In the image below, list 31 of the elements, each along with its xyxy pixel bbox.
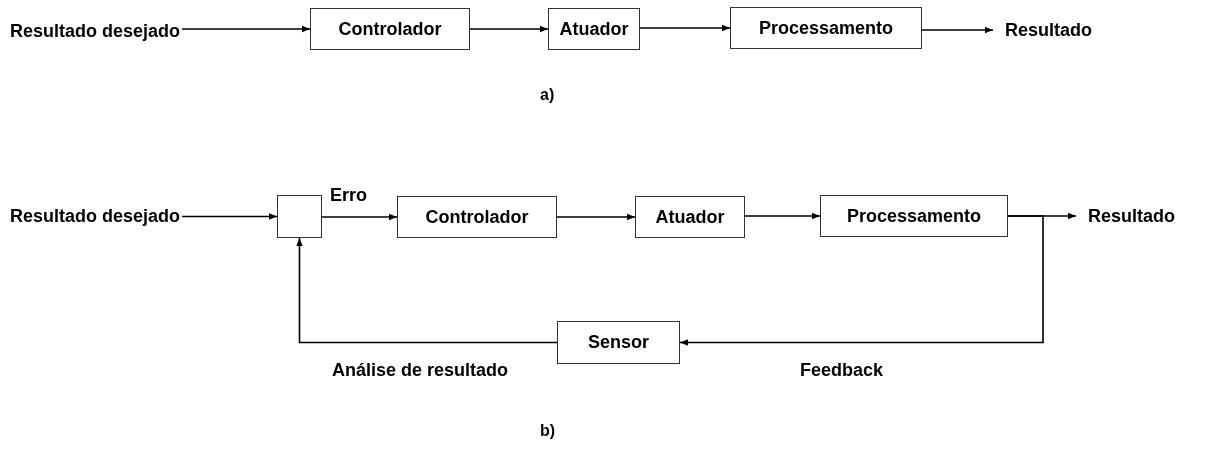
arrow — [921, 26, 994, 34]
arrow — [469, 25, 549, 33]
block-label: Controlador — [338, 18, 442, 40]
block-box — [548, 8, 640, 50]
block-label: Controlador — [425, 206, 529, 228]
panel-label: a) — [538, 86, 557, 104]
signal-text: Resultado desejado — [10, 199, 181, 233]
summing-box — [277, 195, 322, 238]
block-label: Atuador — [559, 18, 629, 40]
arrow — [679, 215, 1044, 346]
arrow — [181, 25, 311, 33]
arrow — [556, 213, 636, 221]
block-label: Atuador — [655, 206, 725, 228]
block-box — [557, 321, 680, 364]
arrow — [296, 237, 558, 344]
block-box — [820, 195, 1008, 237]
signal-text: Resultado — [1005, 13, 1092, 47]
block-box — [635, 196, 745, 238]
panel-label: b) — [538, 422, 558, 440]
block-label: Processamento — [846, 205, 982, 227]
arrow — [639, 24, 731, 32]
arrow — [321, 213, 398, 221]
block-box — [310, 8, 470, 50]
block-box — [730, 7, 922, 49]
arrow — [744, 212, 821, 220]
block-label: Sensor — [588, 332, 649, 353]
signal-text: Resultado — [1088, 199, 1175, 233]
arrow — [181, 213, 278, 220]
block-label: Processamento — [758, 17, 894, 39]
signal-text: Resultado desejado — [10, 14, 181, 48]
block-box — [397, 196, 557, 238]
